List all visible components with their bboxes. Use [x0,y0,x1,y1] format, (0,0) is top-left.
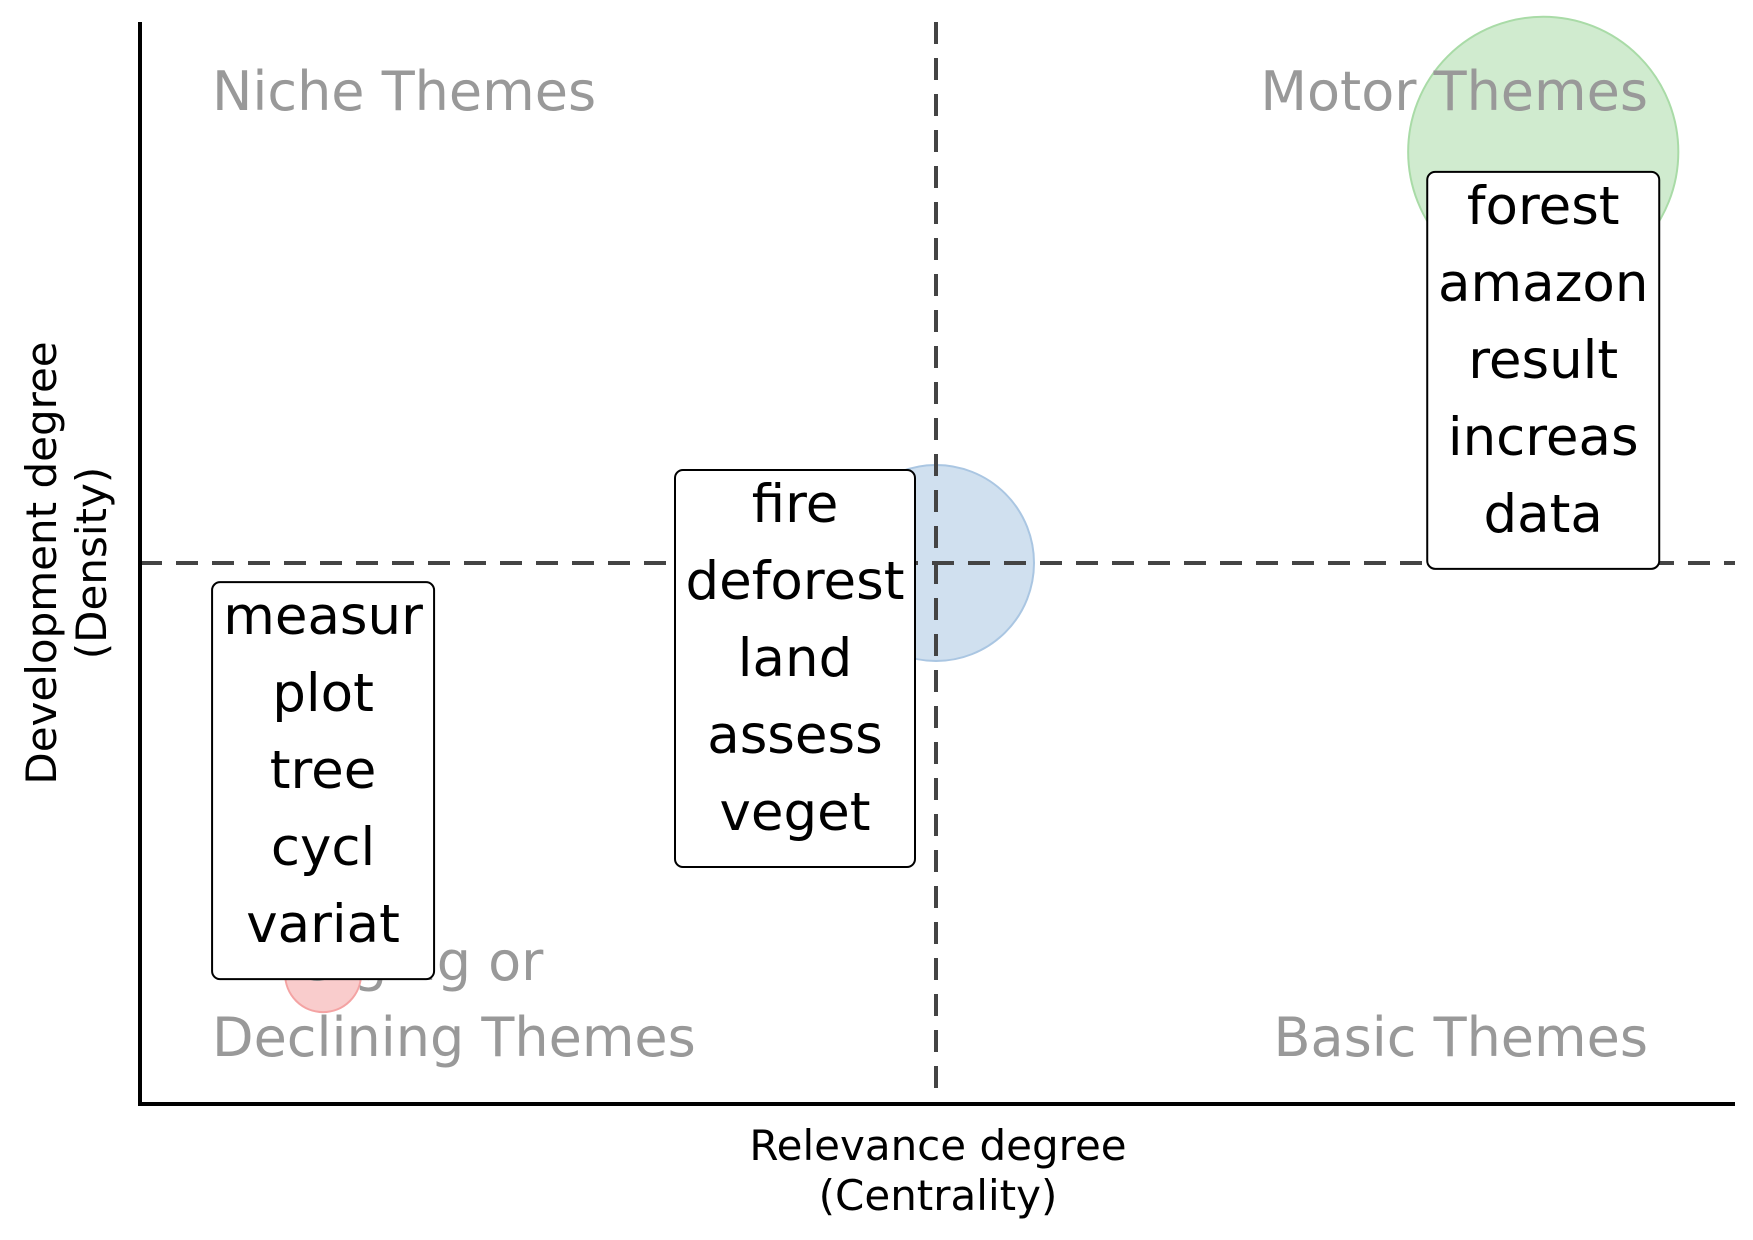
cluster-keyword: measur [223,586,423,647]
y-axis-title-line1: Development degree [17,341,66,784]
cluster-keyword: assess [707,705,883,766]
cluster-keyword: forest [1467,176,1620,237]
y-axis-title: Development degree (Density) [17,341,116,784]
cluster-keyword: increas [1448,407,1639,468]
quadrant-label-emerging-line2: Declining Themes [212,1006,696,1069]
cluster-keyword: land [738,628,852,689]
quadrant-label-basic: Basic Themes [1273,1006,1648,1069]
cluster-keyword: tree [270,740,377,801]
cluster-label-3: forest amazon result increas data [1426,170,1661,570]
x-axis-title-line1: Relevance degree [749,1121,1126,1170]
cluster-keyword: cycl [271,817,375,878]
cluster-keyword: veget [719,782,870,843]
quadrant-label-niche: Niche Themes [212,60,596,123]
cluster-keyword: variat [246,894,400,955]
cluster-keyword: data [1484,484,1603,545]
cluster-keyword: result [1468,330,1618,391]
cluster-label-box-3 [1426,170,1661,570]
keyword-label-layer: measur plot tree cycl variat fire deforest land… [211,170,1661,981]
cluster-label-box-2 [674,469,916,868]
cluster-label-1: measur plot tree cycl variat [211,581,436,981]
cluster-keyword: deforest [686,551,905,612]
y-axis-title-line2: (Density) [67,467,116,659]
cluster-keyword: plot [272,663,374,724]
cluster-label-box-1 [211,581,436,981]
cluster-label-2: fire deforest land assess veget [674,469,916,868]
cluster-keyword: fire [752,474,839,535]
x-axis-title-line2: (Centrality) [819,1171,1058,1220]
quadrant-label-motor: Motor Themes [1260,60,1648,123]
cluster-keyword: amazon [1438,253,1648,314]
